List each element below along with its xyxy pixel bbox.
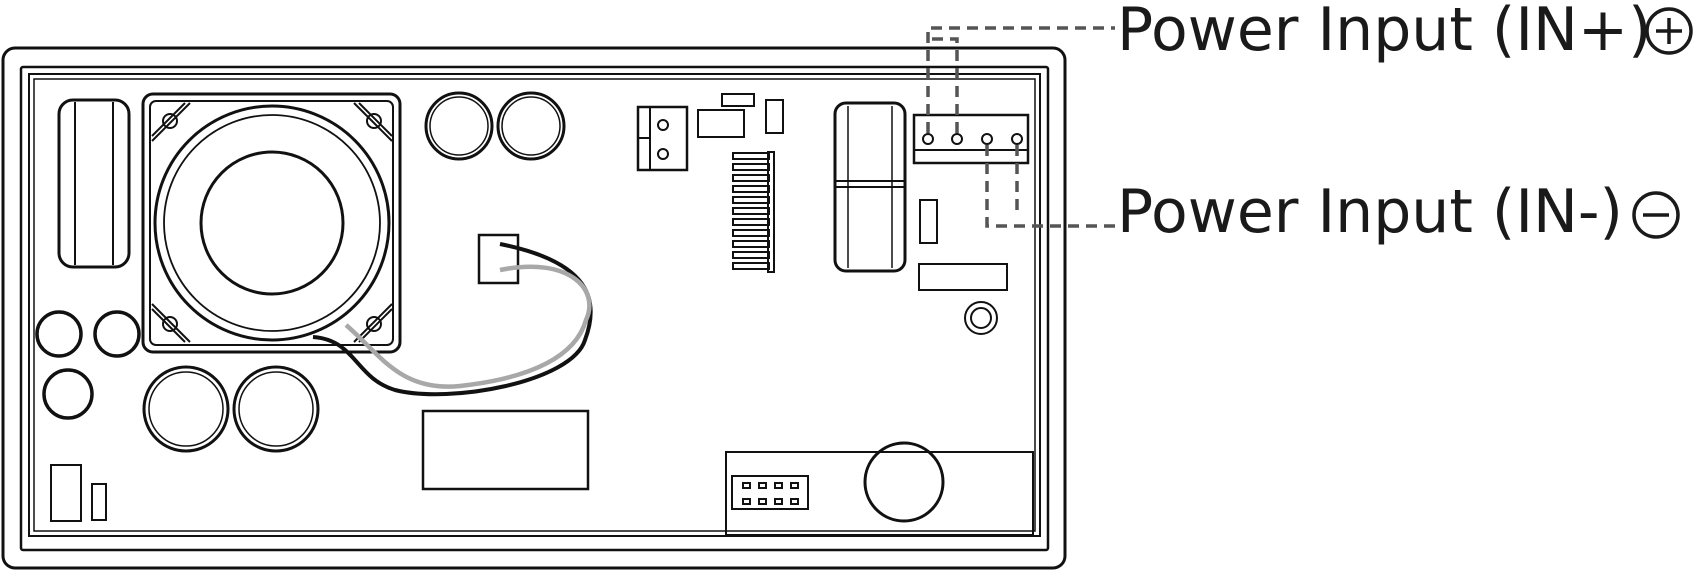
component-bottom-left xyxy=(50,464,82,522)
enclosure-inner-frame xyxy=(19,65,1050,552)
fan-screw-hole-bottom-left xyxy=(162,316,178,332)
circuit-board-outline xyxy=(28,73,1041,537)
pin-header-pin xyxy=(790,482,799,489)
fan-screw-hole-bottom-right xyxy=(366,316,382,332)
small-component-1 xyxy=(721,93,755,107)
terminal-pin-2 xyxy=(951,133,963,145)
capacitor-small-1 xyxy=(35,310,83,358)
pin-header-pin xyxy=(758,498,767,505)
fan-screw-hole-top-right xyxy=(366,113,382,129)
label-power-input-positive: Power Input (IN+) xyxy=(1117,0,1652,65)
heat-sink-fin xyxy=(732,185,770,193)
small-component-2 xyxy=(697,109,745,138)
fan-outer-ring-inner xyxy=(163,114,381,332)
pin-header-pin xyxy=(742,482,751,489)
power-input-terminal xyxy=(912,113,1030,165)
circuit-board-inner-line xyxy=(33,78,1036,532)
relay-module xyxy=(421,409,590,491)
enclosure-outer-frame xyxy=(1,46,1067,570)
transformer-left xyxy=(57,98,131,269)
pin-header-pin xyxy=(790,498,799,505)
leader-line-positive xyxy=(926,26,1115,133)
capacitor-bottom-left xyxy=(142,365,230,453)
heat-sink-fin xyxy=(732,240,770,248)
heat-sink-fin xyxy=(732,174,770,182)
terminal-pin-4 xyxy=(1011,133,1023,145)
pin-header-pin xyxy=(742,498,751,505)
pin-header-pin xyxy=(758,482,767,489)
terminal-block-2pin xyxy=(636,105,689,172)
capacitor-small-3 xyxy=(42,368,94,420)
pin-header-pin xyxy=(774,498,783,505)
heat-sink-fin xyxy=(732,251,770,259)
capacitor-bottom-right xyxy=(232,365,320,453)
capacitor-top-left xyxy=(424,91,494,161)
leader-lines xyxy=(926,26,1115,228)
heat-sink-fin xyxy=(732,163,770,171)
capacitor-top-right xyxy=(496,91,566,161)
pin-header xyxy=(731,475,809,510)
fan-hub xyxy=(199,150,345,296)
heat-sink-fin xyxy=(732,152,770,160)
minus-circle-icon xyxy=(1632,191,1680,239)
heat-sink-fin xyxy=(732,207,770,215)
terminal-pin-1 xyxy=(922,133,934,145)
buzzer xyxy=(863,441,945,523)
terminal-pin-3 xyxy=(981,133,993,145)
heat-sink-fin xyxy=(732,196,770,204)
inductor-right xyxy=(833,101,907,273)
output-module xyxy=(725,441,1034,536)
small-component-4 xyxy=(919,199,938,244)
heat-sink-fin xyxy=(732,229,770,237)
heat-sink-fin xyxy=(732,262,770,270)
cooling-fan xyxy=(141,92,402,354)
leader-line-negative xyxy=(985,145,1115,228)
heat-sink xyxy=(732,151,775,273)
pin-header-pin xyxy=(774,482,783,489)
small-capacitor-right xyxy=(964,301,998,335)
plus-circle-icon xyxy=(1645,7,1693,55)
small-component-5 xyxy=(918,263,1008,291)
resistor-bottom-left xyxy=(91,483,107,521)
capacitor-small-2 xyxy=(93,310,141,358)
pin-header-pins xyxy=(742,482,799,505)
fan-connector xyxy=(477,233,520,285)
fan-wire-gray xyxy=(344,264,592,389)
fan-outer-ring xyxy=(153,104,391,342)
heat-sink-fin xyxy=(732,218,770,226)
fan-screw-hole-top-left xyxy=(162,113,178,129)
enclosure xyxy=(1,46,1067,570)
small-component-3 xyxy=(765,99,784,134)
label-power-input-negative: Power Input (IN-) xyxy=(1117,177,1623,247)
